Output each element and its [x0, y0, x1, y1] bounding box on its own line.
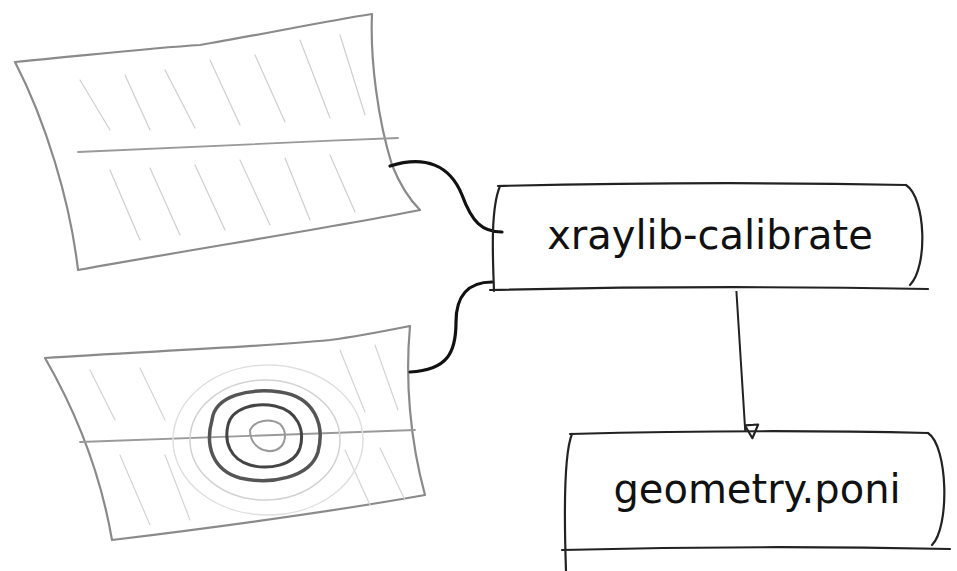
process-box: xraylib-calibrate [490, 180, 930, 295]
flow-arrow [736, 291, 745, 432]
process-box: geometry.poni [562, 428, 952, 571]
box-label: geometry.poni [613, 467, 900, 511]
box-label: xraylib-calibrate [547, 213, 873, 257]
